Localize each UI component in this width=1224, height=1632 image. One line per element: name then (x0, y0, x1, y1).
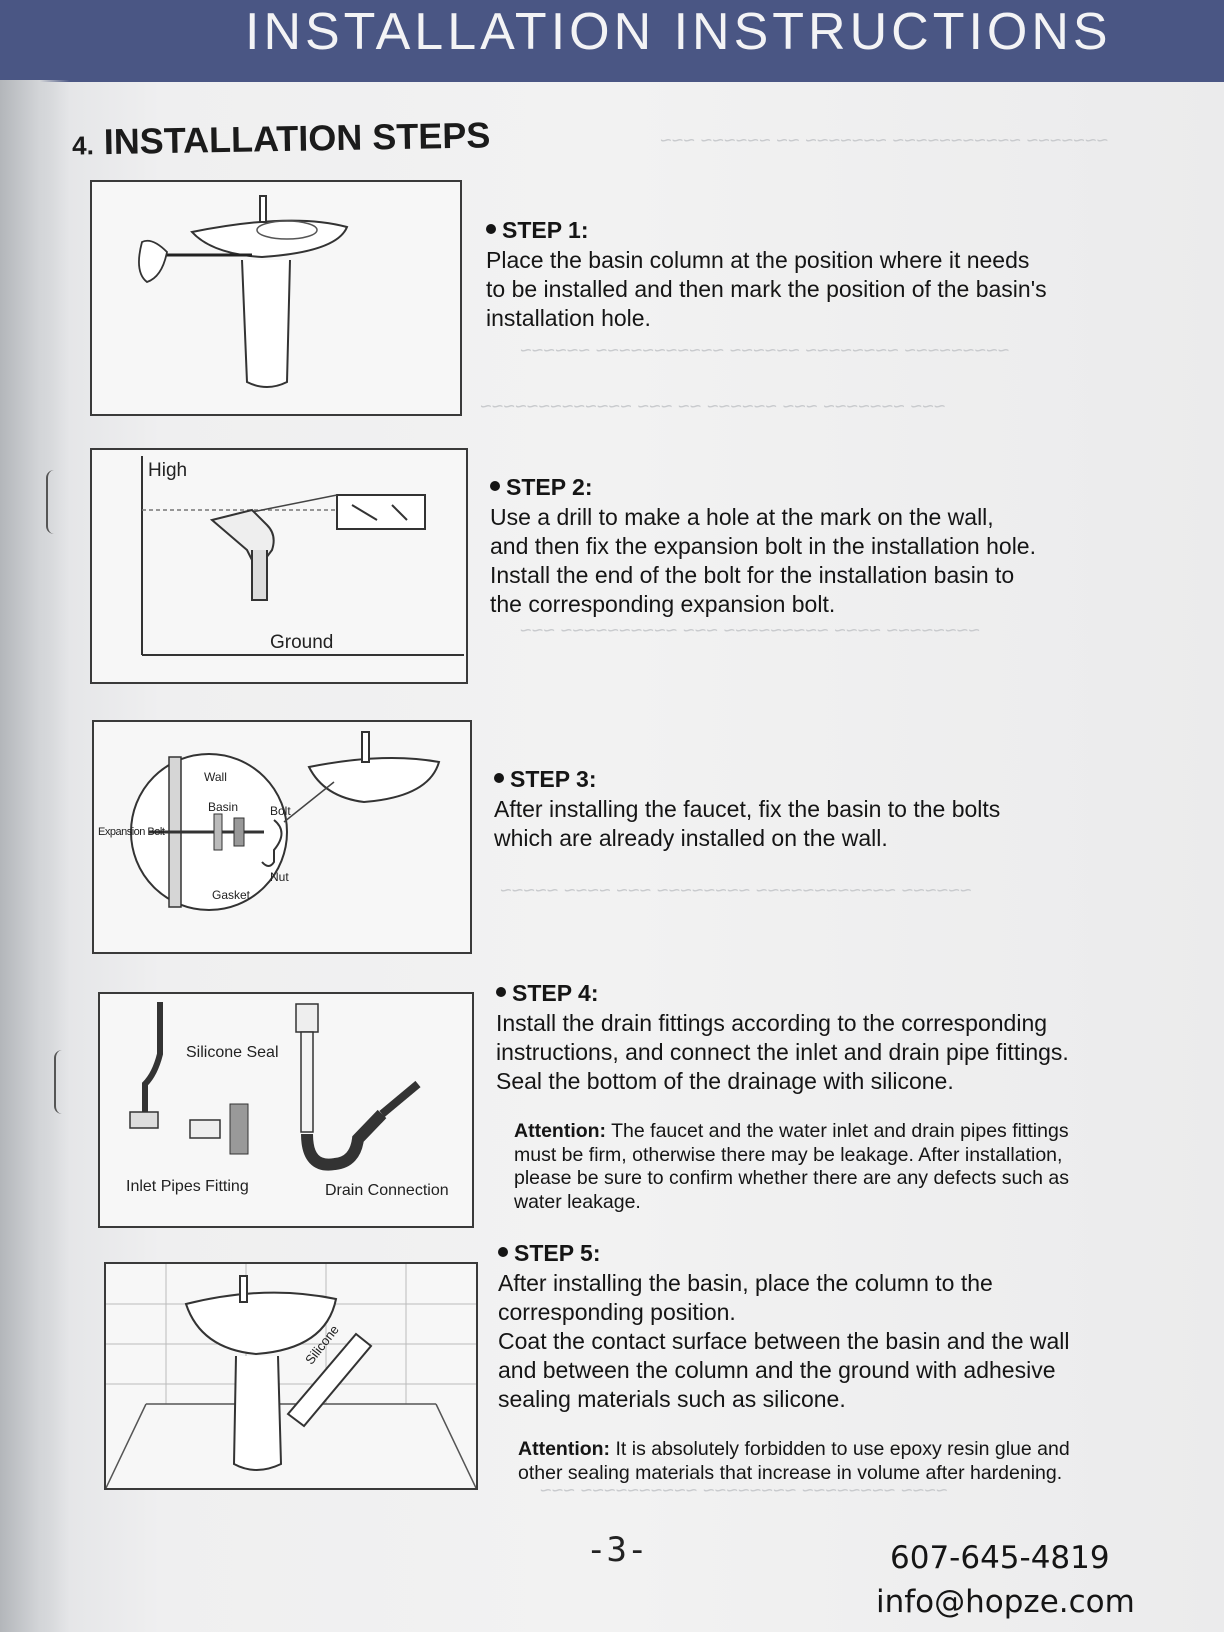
step-1-line: Place the basin column at the position w… (486, 247, 1030, 273)
email-address: info@hopze.com (876, 1584, 1135, 1620)
step-5-line: After installing the basin, place the co… (498, 1270, 993, 1296)
figure-step5: Silicone (104, 1262, 478, 1490)
basin-mark-illustration (138, 195, 349, 388)
section-title: 4. INSTALLATION STEPS (72, 114, 491, 163)
step-2-line: Install the end of the bolt for the inst… (490, 562, 1015, 588)
attention-label: Attention: (518, 1438, 611, 1460)
step-1: STEP 1: Place the basin column at the po… (486, 217, 1047, 333)
bullet-icon (498, 1246, 508, 1257)
attention-line: must be firm, otherwise there may be lea… (514, 1143, 1063, 1166)
step-1-line: to be installed and then mark the positi… (486, 276, 1047, 302)
label-silicone-seal: Silicone Seal (186, 1044, 279, 1061)
step-4-attention: Attention: The faucet and the water inle… (514, 1120, 1069, 1214)
step-1-line: installation hole. (486, 305, 651, 331)
figure-step1 (90, 180, 462, 416)
label-expansion-bolt: Expansion Bolt (98, 826, 165, 838)
step-5: STEP 5: After installing the basin, plac… (498, 1240, 1070, 1414)
attention-line: water leakage. (514, 1190, 641, 1213)
drain-fittings-illustration (129, 1002, 421, 1171)
bullet-icon (496, 986, 506, 997)
binding-shadow (0, 80, 70, 1632)
label-high: High (148, 460, 188, 481)
label-ground: Ground (270, 632, 334, 653)
step-2-line: the corresponding expansion bolt. (490, 591, 836, 617)
step-4-line: Seal the bottom of the drainage with sil… (496, 1068, 954, 1094)
step-4-line: instructions, and connect the inlet and … (496, 1039, 1069, 1065)
bleed-through: ~~~ ~~~~~~~ ~~~ ~~~~~~ ~~ ~~~ ~~~~~~~~~~… (480, 396, 946, 418)
step-2-line: Use a drill to make a hole at the mark o… (490, 504, 994, 530)
label-nut: Nut (270, 870, 289, 884)
step-3-line: After installing the faucet, fix the bas… (494, 796, 1001, 822)
drill-wall-illustration (141, 456, 464, 656)
step-2-line: and then fix the expansion bolt in the i… (490, 533, 1036, 559)
bullet-icon (494, 772, 504, 783)
binder-clip (46, 470, 56, 534)
bleed-through: ~~~~~~~ ~~~~~~~~~~~ ~~~~~~~ ~~ ~~~~~~ ~~… (660, 130, 1109, 152)
figure-step4: Silicone Seal Inlet Pipes Fitting Drain … (98, 992, 474, 1228)
step-4-line: Install the drain fittings according to … (496, 1010, 1048, 1036)
attention-label: Attention: (514, 1120, 607, 1142)
bleed-through: ~~~~~~~~ ~~~~ ~~~~~~~~~ ~~~ ~~~~~~~~~~ ~… (520, 620, 980, 642)
step-5-line: and between the column and the ground wi… (498, 1357, 1056, 1383)
step-4-title: STEP 4: (512, 980, 599, 1006)
label-wall: Wall (204, 770, 227, 784)
attention-line: It is absolutely forbidden to use epoxy … (610, 1438, 1070, 1460)
bullet-icon (490, 480, 500, 491)
attention-line: The faucet and the water inlet and drain… (606, 1120, 1069, 1142)
step-3-title: STEP 3: (510, 766, 597, 792)
page-title: INSTALLATION INSTRUCTIONS (245, 3, 1112, 61)
bleed-through: ~~~~~~~~~ ~~~~~~~~ ~~~~~~ ~~~~~~~~~~~ ~~… (520, 340, 1010, 362)
label-gasket: Gasket (212, 888, 251, 902)
binder-clip (54, 1050, 64, 1114)
figure-step3: Wall Basin Bolt Expansion Bolt Nut Gaske… (92, 720, 472, 954)
bleed-through: ~~~~~~ ~~~~~~~~~~~~ ~~~~~~~~ ~~~ ~~~~ ~~… (500, 880, 972, 902)
basin-bolt-illustration (130, 731, 441, 911)
step-1-title: STEP 1: (502, 217, 589, 243)
label-bolt: Bolt (270, 804, 291, 818)
phone-number: 607-645-4819 (890, 1540, 1110, 1576)
label-inlet-pipes: Inlet Pipes Fitting (126, 1178, 249, 1195)
step-5-line: corresponding position. (498, 1299, 736, 1325)
step-5-line: Coat the contact surface between the bas… (498, 1328, 1070, 1354)
bullet-icon (486, 223, 496, 234)
attention-line: please be sure to confirm whether there … (514, 1167, 1069, 1189)
step-5-title: STEP 5: (514, 1240, 601, 1266)
step-3-line: which are already installed on the wall. (494, 825, 888, 851)
label-basin: Basin (208, 800, 239, 814)
step-2: STEP 2: Use a drill to make a hole at th… (490, 474, 1036, 619)
step-5-attention: Attention: It is absolutely forbidden to… (518, 1438, 1070, 1485)
step-3: STEP 3: After installing the faucet, fix… (494, 766, 1000, 853)
step-4: STEP 4: Install the drain fittings accor… (496, 980, 1069, 1096)
attention-line: other sealing materials that increase in… (518, 1461, 1063, 1484)
header-bar: INSTALLATION INSTRUCTIONS (0, 0, 1224, 82)
pedestal-silicone-illustration (106, 1264, 476, 1488)
section-heading: INSTALLATION STEPS (103, 114, 491, 163)
page-number: -3- (586, 1530, 648, 1570)
section-number: 4. (71, 130, 95, 161)
figure-step2: High Ground (90, 448, 468, 684)
step-2-title: STEP 2: (506, 474, 593, 500)
label-drain-connection: Drain Connection (325, 1182, 449, 1199)
step-5-line: sealing materials such as silicone. (498, 1386, 846, 1412)
